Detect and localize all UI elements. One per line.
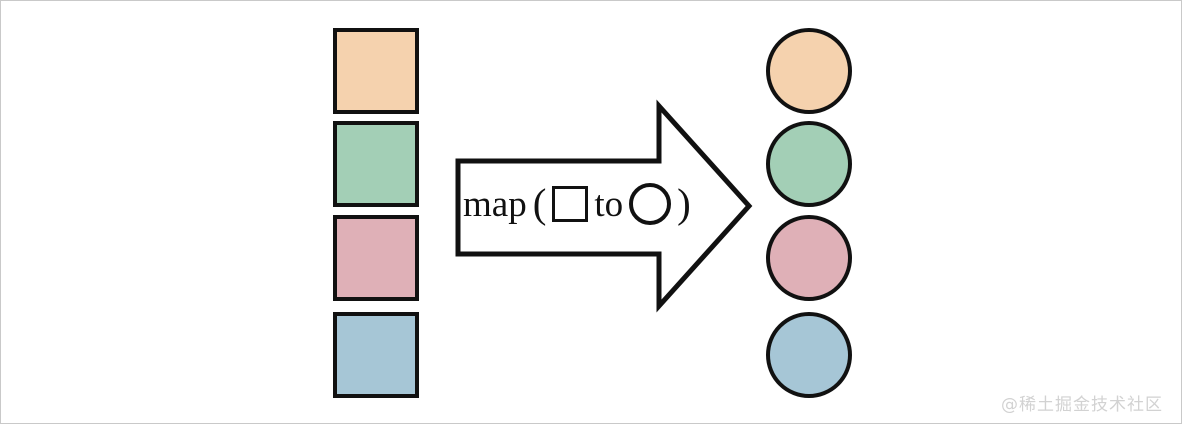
input-square-1	[333, 28, 419, 114]
output-circle-3	[766, 215, 852, 301]
input-square-4	[333, 312, 419, 398]
arrow-shape-icon	[455, 99, 753, 313]
open-paren: (	[532, 179, 547, 226]
arrow-label: map ( to )	[463, 176, 723, 232]
connector-word: to	[594, 183, 624, 225]
output-circle-4	[766, 312, 852, 398]
close-paren: )	[677, 179, 691, 226]
circle-glyph-icon	[629, 183, 672, 225]
input-square-3	[333, 215, 419, 301]
watermark: @稀土掘金技术社区	[1001, 395, 1163, 415]
input-square-2	[333, 121, 419, 207]
map-arrow: map ( to )	[449, 96, 759, 316]
output-circle-2	[766, 121, 852, 207]
map-function-name: map	[463, 183, 527, 225]
square-glyph-icon	[552, 186, 589, 222]
output-circle-1	[766, 28, 852, 114]
